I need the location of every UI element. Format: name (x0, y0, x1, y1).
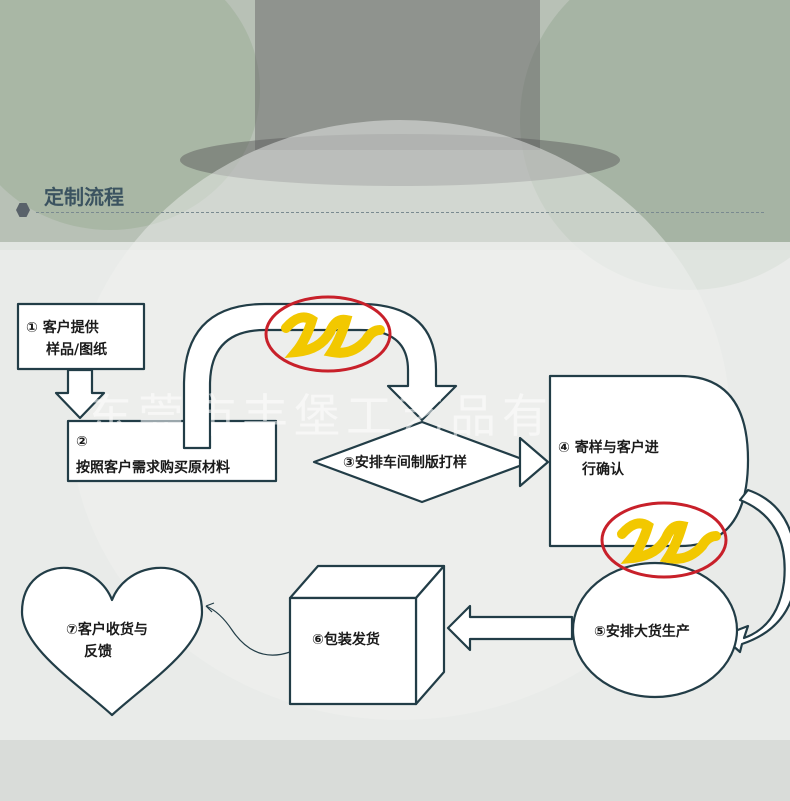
arrow-2-to-3 (182, 302, 458, 450)
step7-heart (20, 566, 204, 717)
step2-label: 按照客户需求购买原材料 (76, 459, 230, 476)
step5-label: ⑤安排大货生产 (594, 623, 690, 640)
step7-label-line2: 反馈 (84, 643, 112, 660)
arrow-1-to-2 (54, 368, 106, 420)
step6-label: ⑥包装发货 (312, 631, 380, 648)
arrow-6-to-7 (205, 605, 291, 656)
brand-logo-icon (600, 501, 728, 579)
step1-box (16, 302, 146, 371)
step7-label-line1: ⑦客户收货与 (66, 621, 148, 638)
arrow-5-to-6 (446, 604, 574, 652)
company-watermark: 东莞市丰堡工艺品有限公司 (86, 389, 710, 443)
step1-label-line1: ① 客户提供 (26, 319, 99, 336)
title-marker-icon (16, 203, 30, 217)
arrow-3-to-4 (518, 436, 550, 488)
step2-box (66, 419, 278, 483)
step1-label-line2: 样品/图纸 (46, 341, 107, 358)
step4-label-line2: 行确认 (581, 461, 625, 478)
step3-label: ③安排车间制版打样 (343, 454, 467, 471)
brand-logo-icon (264, 295, 392, 373)
step4-label-line1: ④ 寄样与客户进 (558, 439, 659, 456)
page-title: 定制流程 (44, 185, 124, 209)
step2-number: ② (76, 434, 88, 450)
step6-box (288, 564, 446, 706)
title-divider (36, 212, 764, 213)
